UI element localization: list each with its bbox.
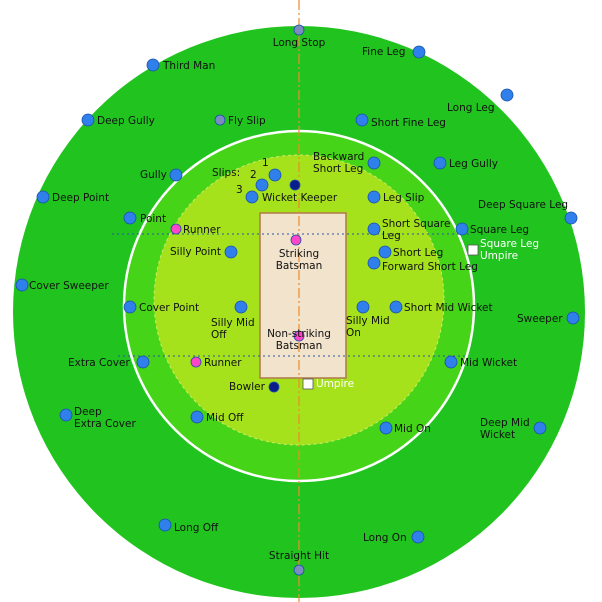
point-label: Point: [140, 213, 166, 225]
forward-short-leg-marker: [367, 256, 381, 270]
mid-off-label: Mid Off: [206, 412, 244, 424]
3-marker: [245, 190, 259, 204]
third-man-marker: [146, 58, 160, 72]
long-off-marker: [158, 518, 172, 532]
mid-wicket-label: Mid Wicket: [460, 357, 517, 369]
1-marker: [268, 168, 282, 182]
short-mid-wicket-label: Short Mid Wicket: [404, 302, 493, 314]
long-stop-label: Long Stop: [273, 37, 326, 49]
square-leg-umpire-marker: [467, 244, 479, 256]
leg-slip-label: Leg Slip: [383, 192, 425, 204]
1-label: 1: [262, 157, 269, 169]
mid-wicket-marker: [444, 355, 458, 369]
fine-leg-label: Fine Leg: [362, 46, 405, 58]
short-leg-label: Short Leg: [393, 247, 443, 259]
silly-mid-on-marker: [356, 300, 370, 314]
fly-slip-marker: [214, 114, 226, 126]
pitch: [259, 212, 347, 379]
runner-label: Runner: [204, 357, 242, 369]
cover-sweeper-label: Cover Sweeper: [29, 280, 109, 292]
non-striking-batsman-marker: [293, 330, 305, 342]
extra-cover-marker: [136, 355, 150, 369]
long-leg-label: Long Leg: [447, 102, 495, 114]
short-leg-marker: [378, 245, 392, 259]
slips-label: Slips:: [212, 167, 240, 179]
square-leg-marker: [455, 222, 469, 236]
short-square-leg-marker: [367, 222, 381, 236]
long-on-marker: [411, 530, 425, 544]
long-stop-marker: [293, 24, 305, 36]
deep-gully-marker: [81, 113, 95, 127]
gully-marker: [169, 168, 183, 182]
deep-square-leg-marker: [564, 211, 578, 225]
mid-on-label: Mid On: [394, 423, 431, 435]
mid-off-marker: [190, 410, 204, 424]
short-fine-leg-label: Short Fine Leg: [371, 117, 446, 129]
2-label: 2: [250, 169, 257, 181]
runner-marker: [170, 223, 182, 235]
leg-slip-marker: [367, 190, 381, 204]
deep-square-leg-label: Deep Square Leg: [478, 199, 568, 211]
third-man-label: Third Man: [162, 60, 215, 72]
extra-cover-label: Extra Cover: [68, 357, 130, 369]
straight-hit-label: Straight Hit: [269, 550, 329, 562]
cover-point-label: Cover Point: [139, 302, 199, 314]
deep-gully-label: Deep Gully: [97, 115, 155, 127]
square-leg-label: Square Leg: [470, 224, 529, 236]
close-infield-circle: [153, 154, 445, 446]
long-off-label: Long Off: [174, 522, 219, 534]
deep-point-label: Deep Point: [52, 192, 109, 204]
leg-gully-label: Leg Gully: [449, 158, 498, 170]
backward-short-leg-marker: [367, 156, 381, 170]
forward-short-leg-label: Forward Short Leg: [382, 261, 478, 273]
mid-on-marker: [379, 421, 393, 435]
fine-leg-marker: [412, 45, 426, 59]
short-fine-leg-marker: [355, 113, 369, 127]
silly-mid-off-marker: [234, 300, 248, 314]
long-on-label: Long On: [363, 532, 407, 544]
sweeper-marker: [566, 311, 580, 325]
cover-sweeper-marker: [15, 278, 29, 292]
striking-batsman-marker: [290, 234, 302, 246]
wicket-keeper-marker: [289, 179, 301, 191]
deep-point-marker: [36, 190, 50, 204]
3-label: 3: [236, 184, 243, 196]
short-mid-wicket-marker: [389, 300, 403, 314]
fly-slip-label: Fly Slip: [228, 115, 266, 127]
umpire-label: Umpire: [316, 378, 354, 390]
wicket-keeper-label: Wicket Keeper: [262, 192, 338, 204]
bowler-label: Bowler: [229, 381, 266, 393]
silly-point-label: Silly Point: [170, 246, 221, 258]
long-leg-marker: [500, 88, 514, 102]
runner-label: Runner: [183, 224, 221, 236]
deep-mid-wicket-marker: [533, 421, 547, 435]
deep-extra-cover-marker: [59, 408, 73, 422]
straight-hit-marker: [293, 564, 305, 576]
sweeper-label: Sweeper: [517, 313, 563, 325]
gully-label: Gully: [140, 169, 167, 181]
2-marker: [255, 178, 269, 192]
cover-point-marker: [123, 300, 137, 314]
runner-marker: [190, 356, 202, 368]
umpire-marker: [302, 378, 314, 390]
silly-point-marker: [224, 245, 238, 259]
bowler-marker: [268, 381, 280, 393]
leg-gully-marker: [433, 156, 447, 170]
point-marker: [123, 211, 137, 225]
